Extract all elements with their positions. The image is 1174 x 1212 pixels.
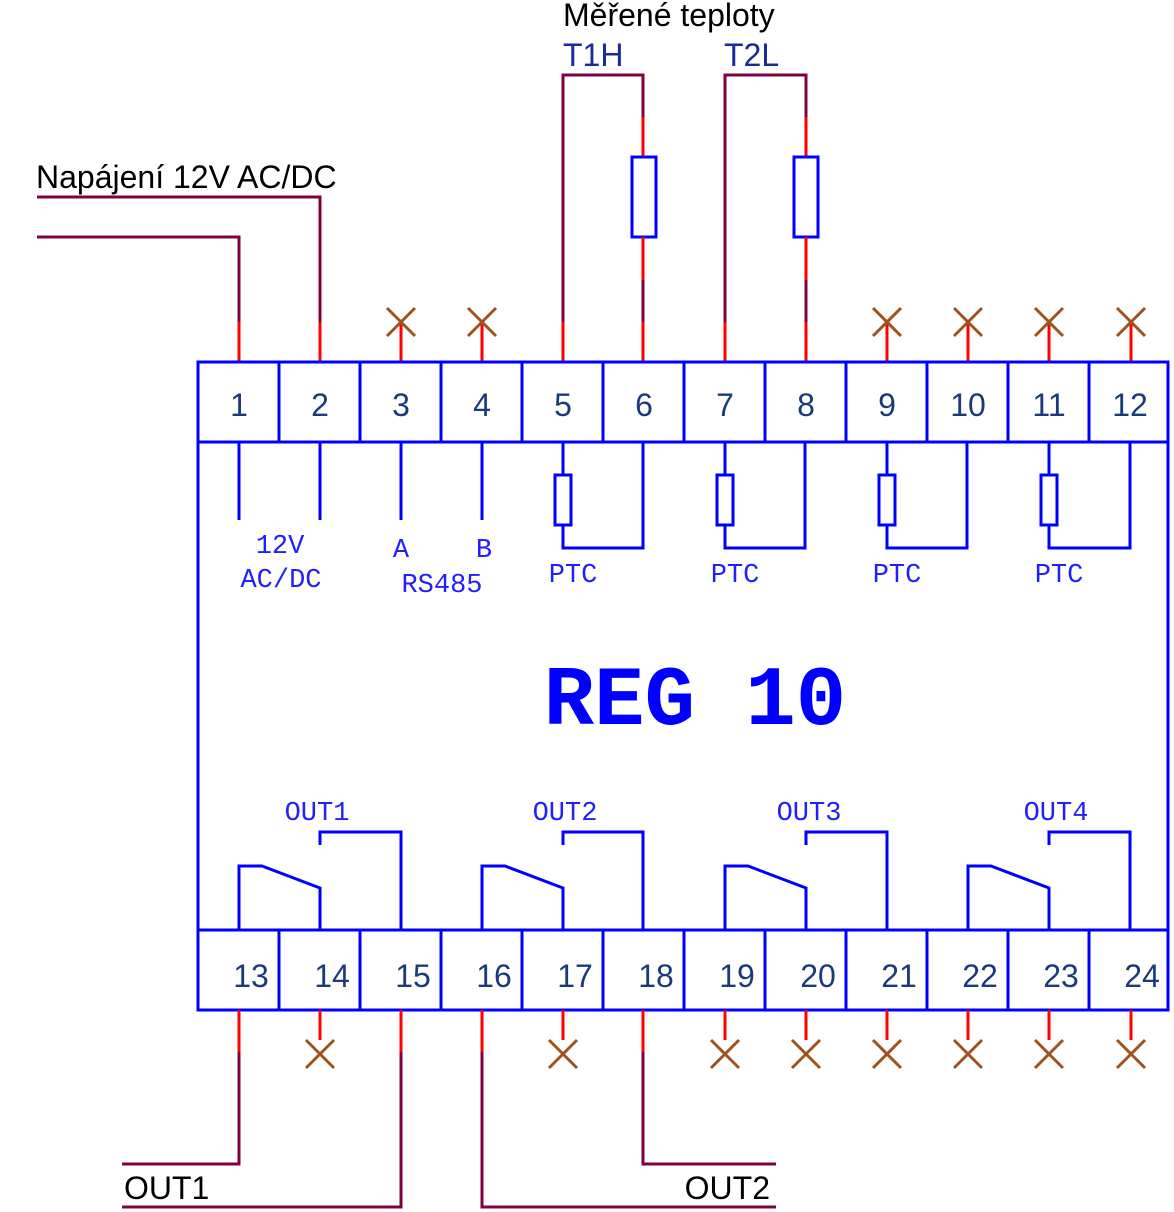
out1-wire-a [122, 1052, 241, 1166]
relay-out2-label: OUT2 [533, 799, 598, 829]
terminal-20-not-connected [790, 1010, 822, 1070]
terminal-15: 15 [395, 958, 431, 994]
terminal-2: 2 [311, 387, 329, 423]
ptc-input-4 [1039, 442, 1132, 550]
out1-wire-b [122, 1052, 403, 1209]
terminal-22: 22 [962, 958, 998, 994]
terminal-8: 8 [797, 387, 815, 423]
out2-wire-a [480, 1052, 776, 1209]
t2l-label: T2L [724, 37, 779, 73]
out2-wire-b [641, 1052, 776, 1166]
terminal-21-not-connected [871, 1010, 903, 1070]
power-supply-label: Napájení 12V AC/DC [36, 159, 337, 195]
terminal-23: 23 [1043, 958, 1079, 994]
relay-out1-label: OUT1 [285, 799, 350, 829]
terminal-4-not-connected [466, 306, 498, 362]
relay-out4 [966, 830, 1132, 930]
terminal-9-not-connected [871, 306, 903, 362]
terminal-13: 13 [233, 958, 269, 994]
label-b: B [476, 536, 492, 566]
terminal-17-not-connected [547, 1010, 579, 1070]
terminal-14-not-connected [304, 1010, 336, 1070]
terminal-3: 3 [392, 387, 410, 423]
terminal-24-not-connected [1115, 1010, 1147, 1070]
relay-out4-label: OUT4 [1024, 799, 1089, 829]
ptc-label-1: PTC [549, 561, 598, 591]
terminal-9: 9 [878, 387, 896, 423]
terminal-24: 24 [1124, 958, 1160, 994]
relay-out1 [237, 830, 403, 930]
terminal-3-not-connected [385, 306, 417, 362]
terminal-22-not-connected [952, 1010, 984, 1070]
terminal-12-not-connected [1115, 306, 1147, 362]
t1h-label: T1H [563, 37, 623, 73]
ptc-label-2: PTC [711, 561, 760, 591]
terminal-10: 10 [950, 387, 986, 423]
terminal-18: 18 [638, 958, 674, 994]
ptc-label-3: PTC [873, 561, 922, 591]
terminal-12: 12 [1112, 387, 1148, 423]
measured-temperatures-label: Měřené teploty [563, 0, 775, 33]
terminal-1: 1 [230, 387, 248, 423]
power-wire-1 [37, 235, 241, 322]
terminal-19-not-connected [709, 1010, 741, 1070]
terminal-19: 19 [719, 958, 755, 994]
relay-out3 [723, 830, 889, 930]
relay-out2 [480, 830, 645, 930]
sensor-t1h-wire [561, 73, 645, 322]
label-acdc: AC/DC [240, 566, 321, 596]
terminal-11-not-connected [1033, 306, 1065, 362]
ptc-input-3 [877, 442, 969, 550]
terminal-6: 6 [635, 387, 653, 423]
out2-wire-label: OUT2 [685, 1170, 770, 1206]
top-terminal-strip [198, 362, 1168, 444]
label-a: A [393, 536, 410, 566]
terminal-14: 14 [314, 958, 350, 994]
relay-out3-label: OUT3 [777, 799, 842, 829]
bottom-terminal-strip [198, 928, 1168, 1010]
sensor-t2l-wire [723, 73, 808, 322]
terminal-10-not-connected [952, 306, 984, 362]
terminal-23-not-connected [1033, 1010, 1065, 1070]
terminal-20: 20 [800, 958, 836, 994]
label-12v: 12V [256, 532, 305, 562]
label-rs485: RS485 [401, 571, 482, 601]
ptc-input-2 [715, 442, 807, 550]
internal-leads-power-rs485 [237, 442, 484, 520]
ptc-label-4: PTC [1035, 561, 1084, 591]
terminal-5: 5 [554, 387, 572, 423]
terminal-7: 7 [716, 387, 734, 423]
terminal-4: 4 [473, 387, 491, 423]
terminal-11: 11 [1032, 387, 1065, 423]
sensor-t2l-resistor [792, 155, 820, 239]
terminal-21: 21 [881, 958, 917, 994]
device-title: REG 10 [544, 655, 846, 750]
sensor-t1h-resistor [630, 155, 658, 239]
terminal-17: 17 [557, 958, 593, 994]
out1-wire-label: OUT1 [124, 1170, 209, 1206]
power-wire-2 [37, 195, 322, 322]
terminal-16: 16 [476, 958, 512, 994]
ptc-input-1 [553, 442, 645, 550]
